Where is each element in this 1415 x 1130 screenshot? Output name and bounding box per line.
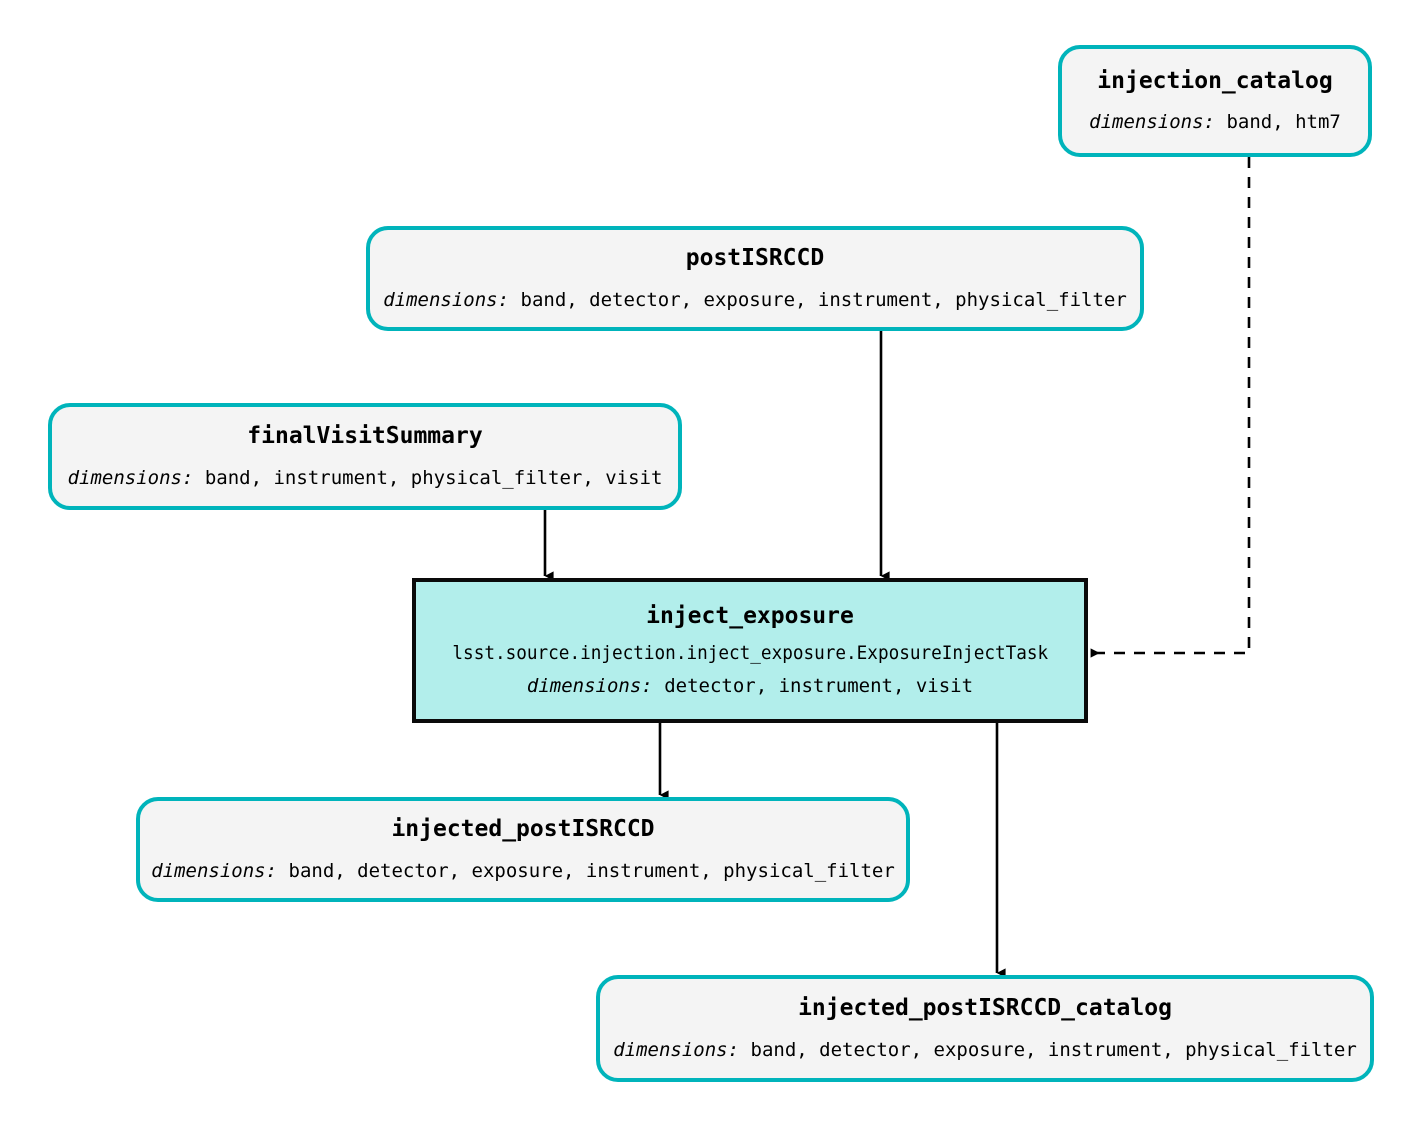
node-class-path: lsst.source.injection.inject_exposure.Ex…: [452, 642, 1048, 665]
node-dimensions: dimensions: band, detector, exposure, in…: [383, 288, 1127, 311]
dimensions-label: dimensions:: [383, 288, 510, 311]
node-title: finalVisitSummary: [247, 423, 483, 450]
dimensions-value: band, detector, exposure, instrument, ph…: [277, 859, 895, 882]
node-dimensions: dimensions: band, detector, exposure, in…: [151, 859, 895, 882]
dimensions-label: dimensions:: [67, 466, 194, 489]
node-dimensions: dimensions: band, detector, exposure, in…: [613, 1038, 1357, 1061]
dimensions-label: dimensions:: [526, 675, 653, 698]
node-dimensions: dimensions: band, htm7: [1089, 112, 1341, 133]
node-title: postISRCCD: [685, 245, 825, 272]
dimensions-value: band, detector, exposure, instrument, ph…: [739, 1038, 1357, 1061]
node-dimensions: dimensions: band, instrument, physical_f…: [67, 466, 663, 489]
dimensions-value: band, detector, exposure, instrument, ph…: [509, 288, 1127, 311]
node-title: injection_catalog: [1097, 67, 1333, 94]
dataset-node-injection-catalog[interactable]: injection_catalog dimensions: band, htm7: [1058, 45, 1372, 157]
dimensions-value: band, instrument, physical_filter, visit: [193, 466, 663, 489]
node-title: inject_exposure: [646, 602, 854, 629]
dataset-node-injected-postisrccd-catalog[interactable]: injected_postISRCCD_catalog dimensions: …: [596, 975, 1374, 1082]
dimensions-label: dimensions:: [151, 859, 278, 882]
dataset-node-injected-postisrccd[interactable]: injected_postISRCCD dimensions: band, de…: [136, 797, 910, 902]
node-title: injected_postISRCCD_catalog: [798, 995, 1172, 1022]
edge-injection-catalog-to-inject-exposure: [1090, 157, 1251, 658]
task-node-inject-exposure[interactable]: inject_exposure lsst.source.injection.in…: [412, 578, 1088, 723]
node-dimensions: dimensions: detector, instrument, visit: [527, 676, 973, 697]
node-title: injected_postISRCCD: [391, 816, 655, 843]
dimensions-label: dimensions:: [613, 1038, 740, 1061]
dataset-node-postisrccd[interactable]: postISRCCD dimensions: band, detector, e…: [366, 226, 1144, 331]
dimensions-value: detector, instrument, visit: [652, 675, 974, 698]
dimensions-value: band, htm7: [1215, 111, 1341, 134]
dataset-node-finalvisitsummary[interactable]: finalVisitSummary dimensions: band, inst…: [48, 403, 682, 510]
dimensions-label: dimensions:: [1089, 111, 1215, 134]
